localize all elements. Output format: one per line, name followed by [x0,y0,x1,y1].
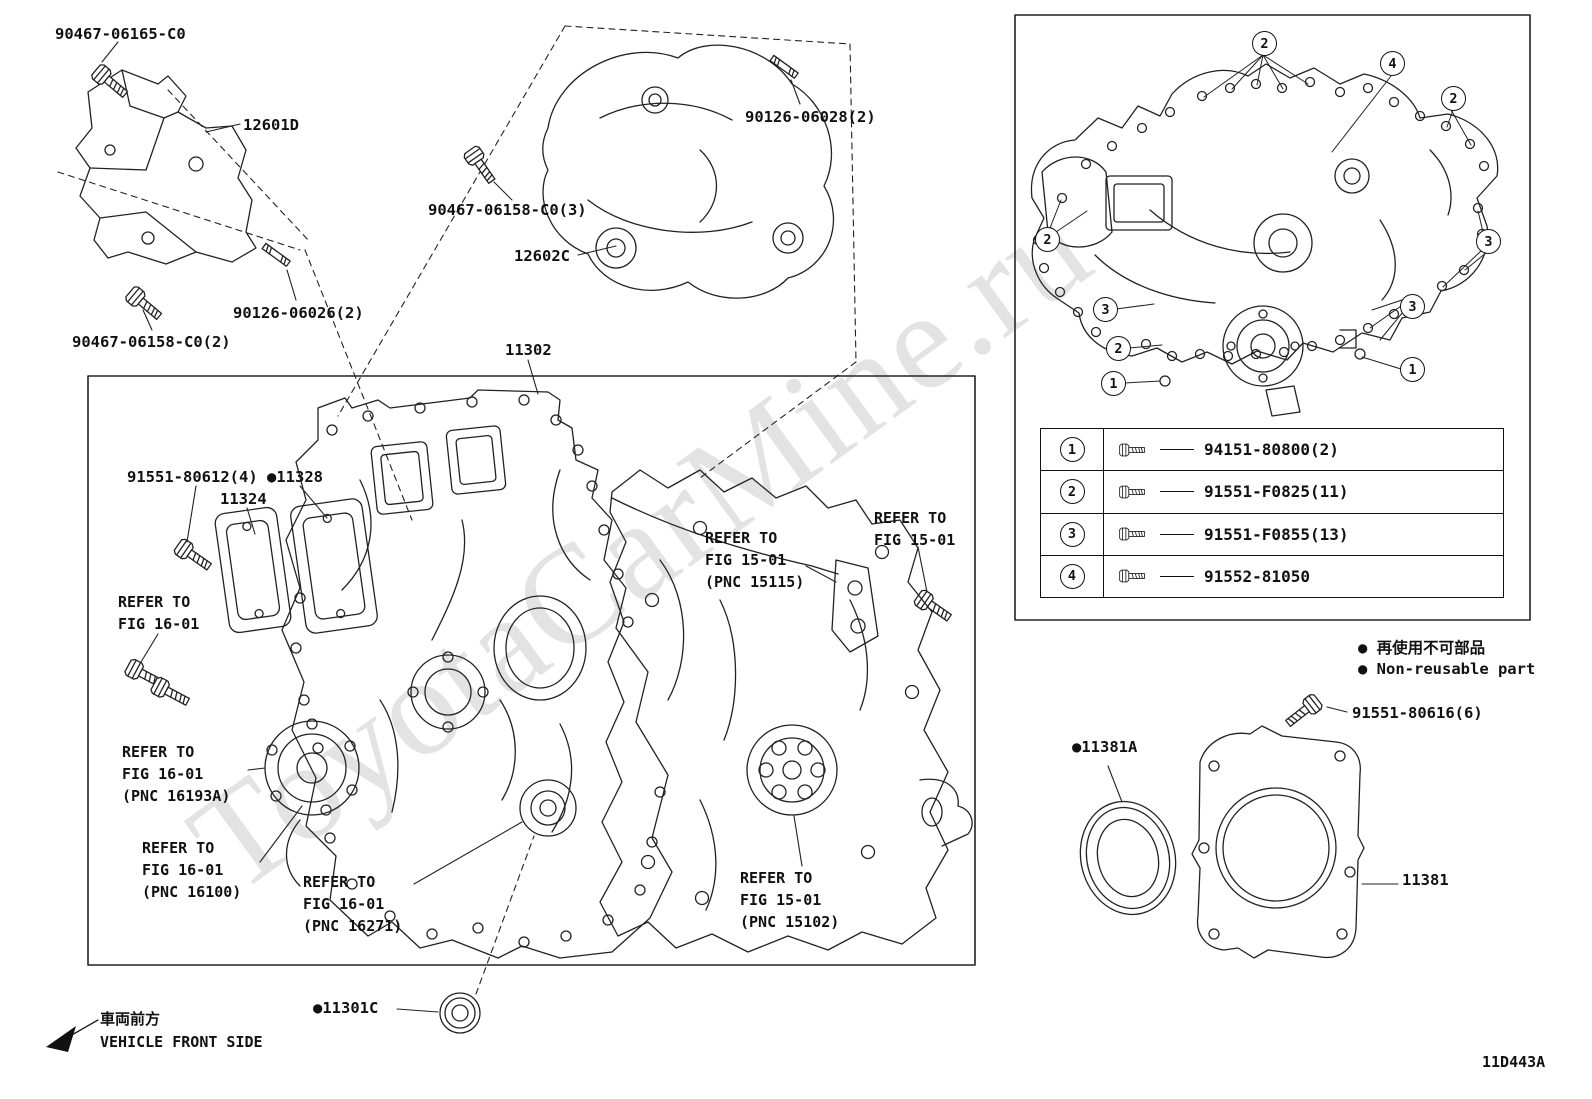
callout-marker: 3 [1476,229,1501,254]
part-label-11324: 11324 [220,490,267,508]
part-label-90467-06158-3: 90467-06158-C0(3) [428,201,587,219]
gasket-11328-drawing [290,498,378,634]
cover-rear-view-drawing [1030,54,1499,417]
drawing-code: 11D443A [1482,1053,1546,1071]
leader-dash [1160,449,1194,451]
fastener-part-number: 91551-F0825(11) [1204,482,1349,502]
callout-marker: 2 [1106,336,1131,361]
refer-note-fig15-01-pnc15102: REFER TO FIG 15-01 (PNC 15102) [740,868,839,933]
callout-marker: 2 [1035,227,1060,252]
callout-marker: 3 [1400,294,1425,319]
timing-cover-11302-drawing [264,389,673,959]
gasket-11324-drawing [214,506,292,634]
rear-seal-11381a-drawing [1079,800,1177,916]
part-label-90126-06026: 90126-06026(2) [233,304,364,322]
refer-line: FIG 16-01 [303,894,385,913]
refer-note-fig16-01: REFER TO FIG 16-01 [118,592,199,636]
callout-marker: 2 [1252,31,1277,56]
bolt-icon [1119,443,1145,456]
refer-line: FIG 16-01 [118,614,200,633]
part-label-91551-80616: 91551-80616(6) [1352,704,1483,722]
part-label-12602c: 12602C [514,247,570,265]
refer-line: (PNC 15102) [740,912,840,931]
fastener-callout-number: 3 [1059,521,1085,547]
refer-line: REFER TO [705,529,778,547]
callout-marker: 1 [1400,357,1425,382]
leader-dash [1160,575,1194,577]
refer-line: REFER TO [142,839,215,857]
callout-marker: 1 [1101,371,1126,396]
fastener-callout-number: 1 [1059,437,1085,463]
fastener-part-number: 91551-F0855(13) [1204,524,1349,544]
callout-fan-lines [1049,54,1489,384]
insulator-12601d-drawing [75,69,257,265]
bracket-12602c-drawing [542,44,834,299]
dashed-assembly-lines [57,25,857,995]
front-direction-arrow [46,1019,99,1052]
refer-line: REFER TO [740,869,813,887]
refer-line: FIG 15-01 [740,890,822,909]
part-label-11381a: ●11381A [1072,738,1138,756]
callout-marker: 3 [1093,297,1118,322]
fastener-row: 2 91551-F0825(11) [1041,470,1503,513]
callout-marker: 4 [1380,51,1405,76]
refer-note-fig16-01-pnc16100: REFER TO FIG 16-01 (PNC 16100) [142,838,241,903]
refer-line: FIG 16-01 [122,764,204,783]
bolt-icon [1119,527,1145,541]
part-label-90126-06028: 90126-06028(2) [745,108,876,126]
fastener-row: 3 91551-F0855(13) [1041,512,1503,555]
fastener-part-number: 91552-81050 [1204,566,1310,586]
fastener-row: 4 91552-81050 [1041,554,1503,597]
part-label-11301c: ●11301C [313,999,379,1017]
part-label-12601d: 12601D [243,116,299,134]
oil-seal-11301c-drawing [439,992,481,1034]
vehicle-front-note: 車両前方 VEHICLE FRONT SIDE [100,1008,263,1053]
oil-pump-plate-drawing [599,469,973,953]
rear-plate-11381-drawing [1191,725,1365,959]
refer-line: FIG 15-01 [874,530,956,549]
legend-non-reusable-jp: ● 再使用不可部品 [1358,639,1486,657]
refer-note-fig15-01-pnc15115: REFER TO FIG 15-01 (PNC 15115) [705,528,804,593]
refer-line: FIG 15-01 [705,550,787,569]
callout-diagram-frame [1014,14,1531,621]
refer-line: (PNC 15115) [705,572,805,591]
vehicle-front-jp: 車両前方 [100,1010,161,1028]
fastener-row: 1 94151-80800(2) [1041,429,1503,471]
bolt-icon [1119,570,1145,583]
part-label-91551-80612: 91551-80612(4) [127,468,258,486]
refer-line: REFER TO [118,593,191,611]
refer-line: REFER TO [122,743,195,761]
refer-note-fig16-01-pnc16271: REFER TO FIG 16-01 (PNC 16271) [303,872,402,937]
refer-note-fig15-01-right: REFER TO FIG 15-01 [874,508,955,552]
fastener-callout-number: 2 [1059,479,1085,505]
fastener-callout-number: 4 [1059,563,1085,589]
legend-non-reusable-en: ● Non-reusable part [1358,660,1536,678]
leader-dash [1160,533,1194,535]
refer-line: (PNC 16100) [142,882,242,901]
refer-line: FIG 16-01 [142,860,224,879]
fastener-table: 1 94151-80800(2) 2 91551-F0825(11) 3 915… [1040,428,1504,598]
fastener-part-number: 94151-80800(2) [1204,440,1339,460]
refer-line: REFER TO [303,873,376,891]
refer-line: (PNC 16193A) [122,786,231,805]
vehicle-front-en: VEHICLE FRONT SIDE [100,1032,263,1051]
part-label-11302: 11302 [505,341,552,359]
part-label-90467-06158-2: 90467-06158-C0(2) [72,333,231,351]
refer-line: (PNC 16271) [303,916,403,935]
refer-note-fig16-01-pnc16193a: REFER TO FIG 16-01 (PNC 16193A) [122,742,230,807]
part-label-90467-06165-c0: 90467-06165-C0 [55,25,186,43]
part-label-11381: 11381 [1402,871,1449,889]
main-diagram-frame [87,375,976,966]
callout-marker: 2 [1441,86,1466,111]
leader-lines [101,41,1399,1013]
leader-dash [1160,491,1194,493]
part-label-11328: ●11328 [267,468,323,486]
refer-line: REFER TO [874,509,947,527]
bolt-icon [1119,485,1145,499]
